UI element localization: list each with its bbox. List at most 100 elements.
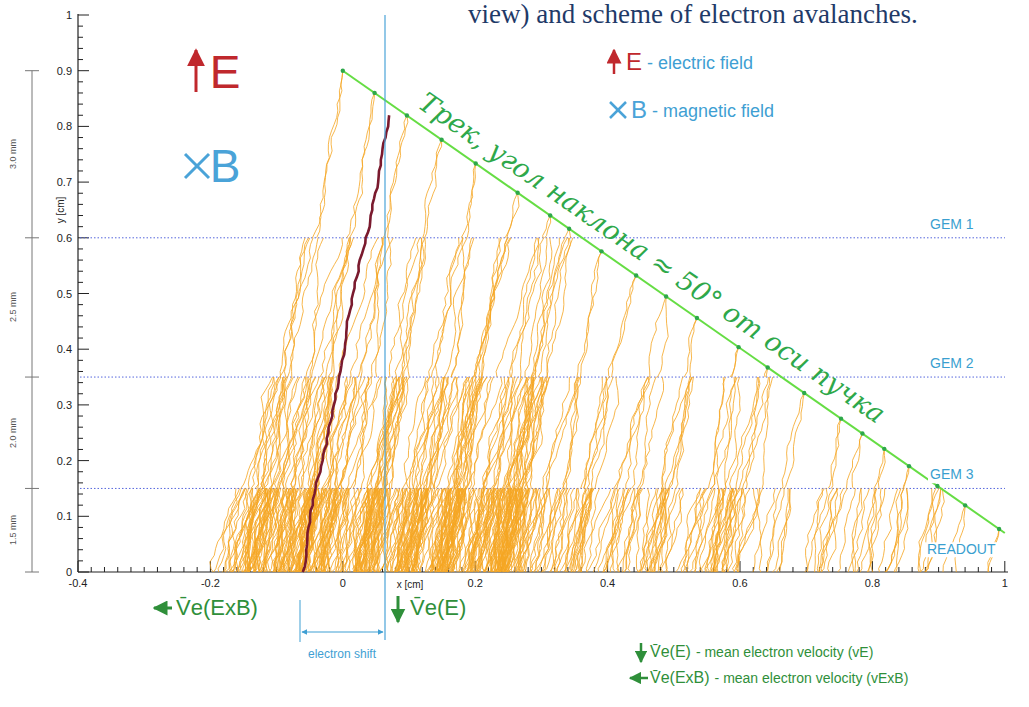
drawing-stroke	[845, 567, 846, 572]
drawing-stroke	[144, 567, 145, 572]
drawing-stroke	[78, 572, 89, 573]
field-symbol: E	[210, 47, 241, 98]
drawing-stroke	[548, 213, 552, 217]
drawing-stroke	[78, 260, 83, 261]
drawing-stroke	[78, 438, 83, 439]
drawing-stroke	[78, 115, 83, 116]
drawing-stroke	[78, 92, 83, 93]
drawing-stroke	[882, 447, 886, 451]
tick-label: 0.1	[57, 510, 72, 522]
drawing-stroke	[78, 427, 83, 428]
axis-title: y [cm]	[55, 197, 66, 224]
drawing-stroke	[736, 345, 740, 349]
drawing-stroke	[210, 71, 999, 572]
track-note: Трек, угол наклона ≈ 50° от оси пучка	[413, 87, 890, 429]
dimension: 1.5 mm	[9, 515, 19, 545]
velocity-label: V̄e(E)	[408, 596, 468, 620]
drawing-stroke	[25, 572, 39, 573]
drawing-stroke	[78, 326, 83, 327]
tick-label: -0.2	[201, 577, 220, 589]
drawing-stroke	[938, 567, 939, 572]
drawing-stroke	[130, 567, 131, 572]
drawing-stroke	[78, 104, 83, 105]
drawing-stroke	[397, 596, 400, 622]
drawing-stroke	[185, 154, 209, 178]
drawing-stroke	[78, 48, 83, 49]
drawing-stroke	[78, 482, 83, 483]
drawing-stroke	[405, 113, 409, 117]
gem-label: GEM 3	[928, 468, 976, 483]
drawing-stroke	[78, 148, 83, 149]
legend-text: - electric field	[647, 54, 753, 74]
drawing-stroke	[78, 59, 83, 60]
drawing-stroke	[859, 567, 860, 572]
drawing-stroke	[78, 137, 83, 138]
drawing-stroke	[78, 416, 83, 417]
drawing-stroke	[104, 567, 105, 572]
tick-label: 0.8	[865, 577, 880, 589]
drawing-stroke	[528, 567, 529, 572]
drawing-stroke	[117, 567, 118, 572]
tick-label: 0	[66, 566, 72, 578]
drawing-stroke	[613, 50, 616, 74]
tick-label: 0.9	[57, 65, 72, 77]
drawing-stroke	[78, 404, 89, 405]
drawing-stroke	[78, 449, 83, 450]
drawing-stroke	[78, 393, 83, 394]
tick-label: 0.7	[57, 176, 72, 188]
drawing-stroke	[210, 71, 999, 572]
gem-label: GEM 1	[928, 217, 976, 232]
drawing-stroke	[673, 567, 674, 572]
drawing-stroke	[78, 126, 89, 127]
drawing-stroke	[384, 15, 385, 640]
drawing-stroke	[695, 316, 699, 320]
drawing-stroke	[78, 81, 83, 82]
gem-label: GEM 2	[928, 356, 976, 371]
drawing-stroke	[610, 102, 626, 118]
tick-label: -0.4	[69, 577, 88, 589]
drawing-stroke	[567, 227, 571, 231]
drawing-stroke	[802, 391, 806, 395]
drawing-stroke	[912, 567, 913, 572]
drawing-stroke	[1004, 561, 1005, 572]
drawing-stroke	[78, 293, 89, 294]
drawing-stroke	[78, 248, 83, 249]
drawing-stroke	[740, 561, 741, 572]
drawing-stroke	[439, 137, 443, 141]
drawing-stroke	[78, 338, 83, 339]
drawing-stroke	[78, 561, 79, 572]
tick-label: 0.6	[732, 577, 747, 589]
drawing-stroke	[78, 371, 83, 372]
drawing-stroke	[341, 69, 345, 73]
drawing-stroke	[997, 527, 1001, 531]
dimension: 2.0 mm	[9, 418, 19, 448]
drawing-stroke	[634, 273, 638, 277]
drawing-stroke	[25, 70, 39, 71]
velocity-label: V̄e(ExB)	[174, 596, 260, 620]
tick-label: 0.8	[57, 120, 72, 132]
drawing-stroke	[78, 226, 83, 227]
drawing-stroke	[515, 191, 519, 195]
drawing-stroke	[599, 249, 603, 253]
drawing-stroke	[78, 182, 89, 183]
drawing-stroke	[634, 567, 635, 572]
drawing-stroke	[197, 567, 198, 572]
drawing-stroke	[78, 271, 83, 272]
drawing-stroke	[303, 15, 1005, 640]
drawing-stroke	[91, 567, 92, 572]
drawing-stroke	[839, 416, 843, 420]
tick-label: 0.4	[57, 343, 72, 355]
drawing-stroke	[195, 50, 198, 92]
drawing-stroke	[78, 304, 83, 305]
legend-text: - mean electron velocity (vE)	[696, 645, 873, 660]
dimension: 3.0 mm	[9, 139, 19, 169]
drawing-stroke	[185, 154, 209, 178]
drawing-stroke	[170, 567, 171, 572]
drawing-stroke	[991, 567, 992, 572]
drawing-stroke	[78, 215, 83, 216]
drawing-stroke	[78, 349, 89, 350]
drawing-stroke	[25, 488, 39, 489]
drawing-stroke	[78, 37, 83, 38]
legend-symbol: B	[631, 97, 647, 123]
